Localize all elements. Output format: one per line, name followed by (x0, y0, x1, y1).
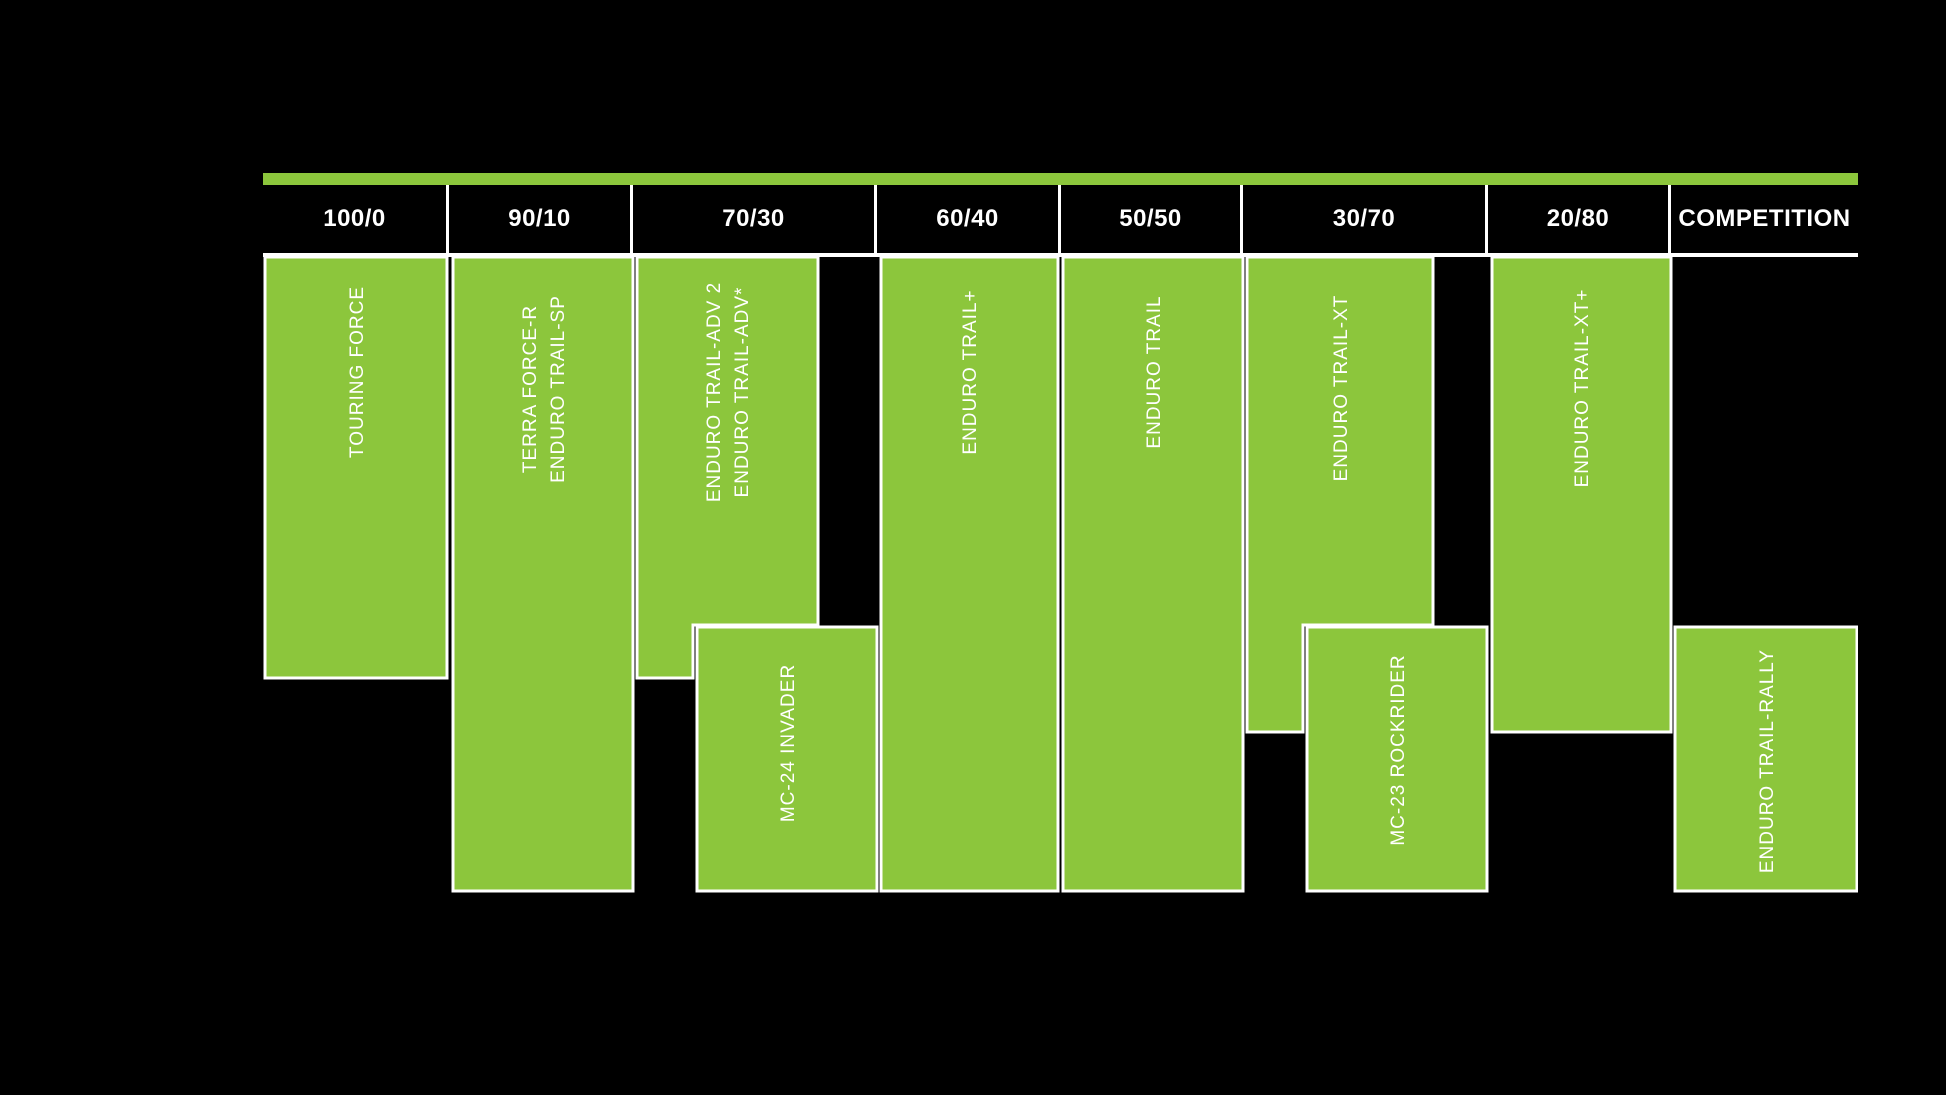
green-accent-bar (263, 173, 1858, 185)
block-label-mc-24-invader: MC-24 INVADER (778, 664, 799, 822)
block-label-enduro-trail-adv: ENDURO TRAIL-ADV* (732, 287, 753, 498)
block-mc-24-invader-shape (695, 625, 879, 893)
block-enduro-trail-adv-shape (635, 255, 820, 680)
block-touring-force-shape (263, 255, 449, 680)
column-header-competition: COMPETITION (1671, 185, 1858, 253)
block-mc-23-rockrider-shape (1305, 625, 1489, 893)
block-label-enduro-trail-plus: ENDURO TRAIL+ (960, 289, 981, 454)
block-label-enduro-trail-rally: ENDURO TRAIL-RALLY (1757, 649, 1778, 873)
block-label-mc-23-rockrider: MC-23 ROCKRIDER (1388, 654, 1409, 845)
header-underline (263, 253, 1858, 257)
column-header-60-40: 60/40 (877, 185, 1061, 253)
block-enduro-trail-plus-shape (879, 255, 1060, 893)
block-enduro-trail-shape (1061, 255, 1245, 893)
column-header-100-0: 100/0 (263, 185, 449, 253)
block-label-enduro-trail-xt-plus: ENDURO TRAIL-XT+ (1572, 289, 1593, 488)
ratio-header-row: 100/0 90/10 70/30 60/40 50/50 30/70 20/8… (263, 185, 1858, 253)
tire-range-chart: 100/0 90/10 70/30 60/40 50/50 30/70 20/8… (263, 173, 1858, 898)
column-header-20-80: 20/80 (1488, 185, 1671, 253)
column-header-50-50: 50/50 (1061, 185, 1243, 253)
block-label-enduro-trail: ENDURO TRAIL (1144, 295, 1165, 448)
block-terra-force-r-shape (451, 255, 635, 893)
block-enduro-trail-rally-shape (1673, 625, 1858, 893)
block-label-terra-force-r: TERRA FORCE-R (520, 305, 541, 473)
block-label-touring-force: TOURING FORCE (347, 286, 368, 458)
column-header-90-10: 90/10 (449, 185, 633, 253)
block-label-enduro-trail-sp: ENDURO TRAIL-SP (548, 295, 569, 483)
product-blocks-canvas: TOURING FORCE TERRA FORCE-R ENDURO TRAIL… (263, 253, 1858, 893)
column-header-30-70: 30/70 (1243, 185, 1488, 253)
block-enduro-trail-xt-plus-shape (1490, 255, 1673, 734)
block-enduro-trail-xt-shape (1245, 255, 1435, 734)
block-label-enduro-trail-adv-2: ENDURO TRAIL-ADV 2 (704, 282, 725, 502)
block-label-enduro-trail-xt: ENDURO TRAIL-XT (1331, 295, 1352, 482)
column-header-70-30: 70/30 (633, 185, 877, 253)
